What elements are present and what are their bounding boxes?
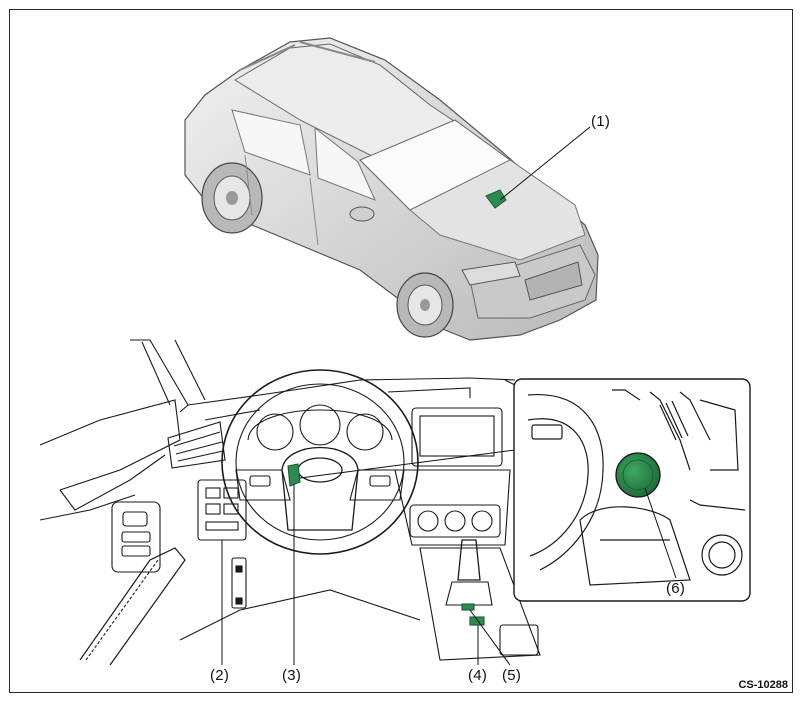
highlight-part-3 [287,463,301,487]
highlight-part-4 [469,616,485,626]
highlight-part-6 [615,452,661,498]
vehicle-illustration [184,37,599,341]
callout-5: (5) [502,667,522,684]
callout-3: (3) [282,667,302,684]
callout-2: (2) [210,667,230,684]
highlight-part-1 [485,189,507,209]
inset-connector [299,449,516,479]
leader-line-1 [499,126,591,201]
leader-line-5 [469,609,511,666]
callout-6: (6) [666,580,686,597]
callout-1: (1) [591,113,611,130]
callout-4: (4) [468,667,488,684]
leader-line-6 [644,487,677,579]
figure-code: CS-10288 [738,679,788,691]
dashboard-illustration [39,339,541,666]
detail-inset [513,378,751,602]
highlight-part-5 [461,603,475,611]
